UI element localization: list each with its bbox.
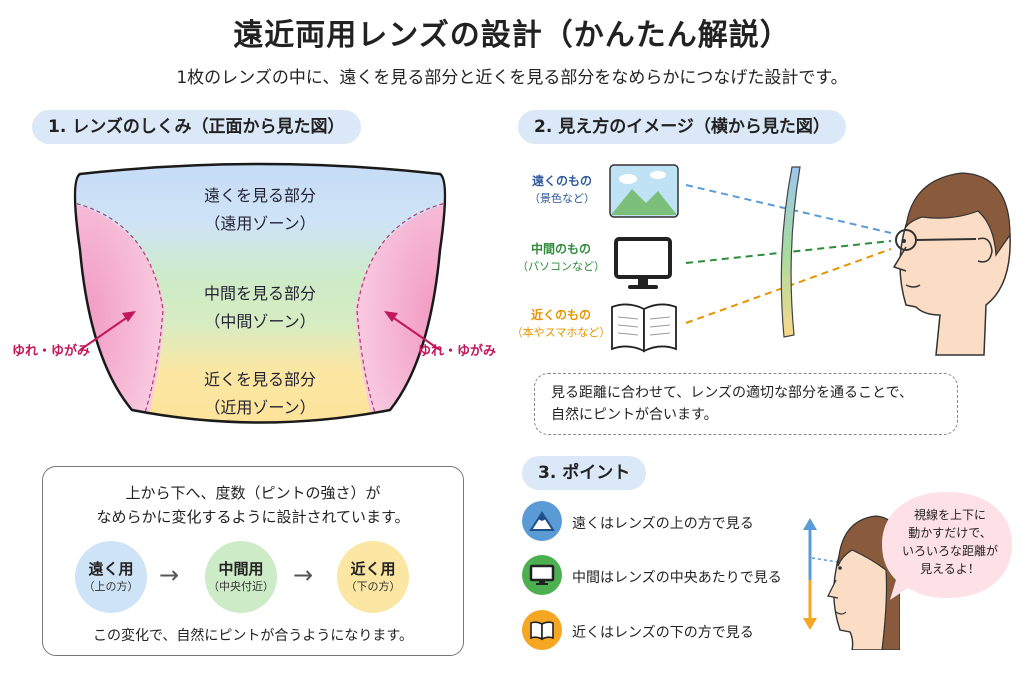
gaze-down-arrow — [803, 618, 817, 630]
step-arrow-icon: → — [293, 561, 314, 589]
note-line1: 見る距離に合わせて、レンズの適切な部分を通ることで、 — [551, 385, 914, 401]
far-zone: 遠くを見る部分 （遠用ゾーン） — [160, 182, 360, 238]
side-lens — [780, 166, 801, 338]
mid-object-label: 中間のもの （パソコンなど） — [517, 242, 605, 273]
section2-heading: 2. 見え方のイメージ（横から見た図） — [518, 110, 846, 144]
far-zone-label: 遠くを見る部分 — [203, 186, 316, 205]
step-far: 遠く用 （上の方） — [75, 541, 147, 613]
speech-bubble — [882, 492, 1012, 600]
note-line2: 自然にピントが合います。 — [551, 407, 718, 423]
near-zone: 近くを見る部分 （近用ゾーン） — [160, 366, 360, 422]
man-head-icon — [892, 172, 1011, 356]
monitor-icon — [522, 555, 562, 595]
section1-heading: 1. レンズのしくみ（正面から見た図） — [32, 110, 361, 144]
info-line2: なめらかに変化するように設計されています。 — [96, 508, 410, 526]
mountain-icon — [522, 501, 562, 541]
info-line1: 上から下へ、度数（ピントの強さ）が — [125, 484, 381, 502]
mid-zone: 中間を見る部分 （中間ゾーン） — [160, 280, 360, 336]
lens-outline — [73, 162, 447, 424]
step-arrow-icon: → — [159, 561, 180, 589]
info-footer: この変化で、自然にピントが合うようになります。 — [92, 628, 414, 644]
distortion-label-right: ゆれ・ゆがみ — [418, 344, 497, 359]
speech-bubble-text: 視線を上下に 動かすだけで、 いろいろな距離が 見えるよ！ — [901, 508, 998, 576]
near-object-label: 近くのもの （本やスマホなど） — [511, 308, 611, 339]
distortion-label-left: ゆれ・ゆがみ — [12, 344, 91, 359]
lens-front-diagram — [73, 162, 447, 424]
mid-zone-sub: （中間ゾーン） — [204, 312, 316, 331]
point-near-text: 近くはレンズの下の方で見る — [572, 625, 754, 641]
arrow-right-icon — [384, 311, 398, 322]
point-far-text: 遠くはレンズの上の方で見る — [572, 516, 754, 532]
lens-body — [75, 164, 445, 423]
landscape-icon — [609, 164, 679, 218]
page-title: 遠近両用レンズの設計（かんたん解説） — [233, 18, 791, 53]
side-view-diagram — [609, 164, 1011, 356]
step-mid: 中間用 （中央付近） — [205, 541, 277, 613]
side-view-note: 見る距離に合わせて、レンズの適切な部分を通ることで、 自然にピントが合います。 — [534, 373, 958, 435]
step-near: 近く用 （下の方） — [337, 541, 409, 613]
near-zone-sub: （近用ゾーン） — [204, 398, 316, 417]
point-mid-text: 中間はレンズの中央あたりで見る — [572, 570, 782, 586]
arrow-left-icon — [122, 311, 136, 322]
mid-zone-label: 中間を見る部分 — [203, 284, 316, 303]
book-icon — [611, 303, 677, 353]
monitor-icon — [614, 237, 672, 289]
section3-heading: 3. ポイント — [522, 456, 647, 490]
page-subtitle: 1枚のレンズの中に、遠くを見る部分と近くを見る部分をなめらかにつなげた設計です。 — [176, 68, 848, 88]
near-zone-label: 近くを見る部分 — [203, 370, 316, 389]
far-zone-sub: （遠用ゾーン） — [204, 214, 316, 233]
book-icon — [522, 610, 562, 650]
far-object-label: 遠くのもの （景色など） — [529, 174, 595, 205]
power-change-box: 上から下へ、度数（ピントの強さ）が なめらかに変化するように設計されています。 … — [42, 466, 464, 656]
